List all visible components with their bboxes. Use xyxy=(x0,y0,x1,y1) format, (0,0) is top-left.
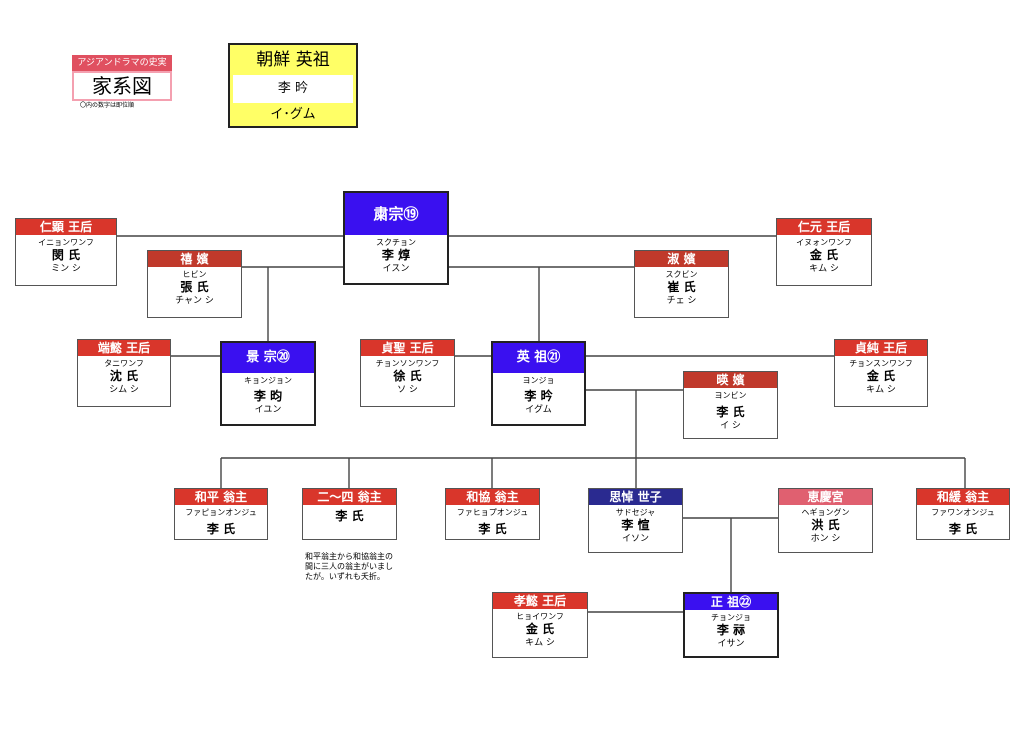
footnote: 和平翁主から和協翁主の間に三人の翁主がいましたが。いずれも夭折。 xyxy=(305,552,393,581)
hwahyeop-name: 李 氏 xyxy=(478,522,507,536)
sukbin-kana2: チェ シ xyxy=(666,296,697,306)
hyoui-kana: ヒョイワンフ xyxy=(516,612,564,621)
inwon-kana2: キム シ xyxy=(809,264,839,274)
brand-title: 家系図 xyxy=(72,71,172,101)
person-hyegyeong[interactable]: 恵慶宮 ヘギョングン 洪 氏 ホン シ xyxy=(778,488,873,553)
inwon-kana: イヌォンワンフ xyxy=(796,238,852,247)
person-gyeongjong[interactable]: 景 宗⑳ キョンジョン 李 昀 イユン xyxy=(220,341,316,426)
person-hwapyeong[interactable]: 和平 翁主 ファピョンオンジュ 李 氏 xyxy=(174,488,268,540)
jeongjo-kana2: イサン xyxy=(717,639,745,649)
yeongbin-header: 暎 嬪 xyxy=(684,372,777,388)
yeongbin-name: 李 氏 xyxy=(716,405,745,419)
yeongjo-header: 英 祖㉑ xyxy=(493,343,584,373)
hyegyeong-name: 洪 氏 xyxy=(811,518,840,532)
sado-header: 思悼 世子 xyxy=(589,489,682,505)
title-box: 朝鮮 英祖 李 昑 イ･グム xyxy=(228,43,358,128)
person-jeongjo[interactable]: 正 祖㉒ チョンジョ 李 祘 イサン xyxy=(683,592,779,658)
person-yeongbin[interactable]: 暎 嬪 ヨンビン 李 氏 イ シ xyxy=(683,371,778,439)
person-huibin[interactable]: 禧 嬪 ヒビン 張 氏 チャン シ xyxy=(147,250,242,318)
danui-kana2: シム シ xyxy=(109,385,139,395)
person-queen-hyoui[interactable]: 孝懿 王后 ヒョイワンフ 金 氏 キム シ xyxy=(492,592,588,658)
danui-header: 端懿 王后 xyxy=(78,340,170,356)
inhyeon-kana2: ミン シ xyxy=(51,264,81,274)
huibin-kana: ヒビン xyxy=(182,270,207,279)
jeongsun-header: 貞純 王后 xyxy=(835,340,927,356)
hyoui-kana2: キム シ xyxy=(525,638,555,648)
sukjong-kana2: イスン xyxy=(382,264,410,274)
person-hwahyeop[interactable]: 和協 翁主 ファヒョプオンジュ 李 氏 xyxy=(445,488,540,540)
hyegyeong-header: 恵慶宮 xyxy=(779,489,872,505)
hyegyeong-kana2: ホン シ xyxy=(810,534,841,544)
series-label: アジアンドラマの史実 xyxy=(72,55,172,71)
ni-shi-header: 二～四 翁主 xyxy=(303,489,396,505)
jeongseong-header: 貞聖 王后 xyxy=(361,340,454,356)
hwapyeong-header: 和平 翁主 xyxy=(175,489,267,505)
gyeongjong-kana2: イユン xyxy=(254,405,282,415)
person-sukjong[interactable]: 粛宗⑲ スクチョン 李 焞 イスン xyxy=(343,191,449,285)
huibin-header: 禧 嬪 xyxy=(148,251,241,267)
inwon-header: 仁元 王后 xyxy=(777,219,871,235)
person-sado[interactable]: 思悼 世子 サドセジャ 李 愃 イソン xyxy=(588,488,683,553)
sado-kana: サドセジャ xyxy=(615,508,656,517)
sukjong-kana: スクチョン xyxy=(376,238,416,247)
inhyeon-header: 仁顕 王后 xyxy=(16,219,116,235)
person-queen-inhyeon[interactable]: 仁顕 王后 イニョンワンフ 閔 氏 ミン シ xyxy=(15,218,117,286)
person-sukbin[interactable]: 淑 嬪 スクビン 崔 氏 チェ シ xyxy=(634,250,729,318)
huibin-name: 張 氏 xyxy=(180,280,209,294)
person-queen-jeongseong[interactable]: 貞聖 王后 チョンソンワンフ 徐 氏 ソ シ xyxy=(360,339,455,407)
hwapyeong-name: 李 氏 xyxy=(206,522,236,536)
jeongjo-kana: チョンジョ xyxy=(711,613,751,622)
yeongjo-kana: ヨンジョ xyxy=(522,376,555,385)
hwawan-header: 和緩 翁主 xyxy=(917,489,1009,505)
hwapyeong-kana: ファピョンオンジュ xyxy=(185,508,257,517)
sukjong-header: 粛宗⑲ xyxy=(345,193,447,235)
sado-name: 李 愃 xyxy=(621,518,650,532)
yeongbin-kana: ヨンビン xyxy=(714,391,747,400)
sukbin-kana: スクビン xyxy=(665,270,698,279)
person-queen-danui[interactable]: 端懿 王后 タニワンフ 沈 氏 シム シ xyxy=(77,339,171,407)
gyeongjong-header: 景 宗⑳ xyxy=(222,343,314,373)
brand-note: 〇内の数字は即位順 xyxy=(80,102,135,109)
sukbin-header: 淑 嬪 xyxy=(635,251,728,267)
jeongsun-kana: チョンスンワンフ xyxy=(849,359,913,368)
yeongjo-kana2: イグム xyxy=(525,405,552,415)
sado-kana2: イソン xyxy=(621,534,649,544)
danui-kana: タニワンフ xyxy=(104,359,144,368)
gyeongjong-name: 李 昀 xyxy=(253,389,283,403)
hwawan-name: 李 氏 xyxy=(948,522,978,536)
title-line3: イ･グム xyxy=(270,107,316,122)
jeongjo-header: 正 祖㉒ xyxy=(685,594,777,610)
title-line2: 李 昑 xyxy=(233,75,353,103)
hyegyeong-kana: ヘギョングン xyxy=(801,508,850,517)
person-queen-jeongsun[interactable]: 貞純 王后 チョンスンワンフ 金 氏 キム シ xyxy=(834,339,928,407)
danui-name: 沈 氏 xyxy=(109,369,139,383)
hyoui-header: 孝懿 王后 xyxy=(493,593,587,609)
jeongseong-kana: チョンソンワンフ xyxy=(375,359,440,368)
sukjong-name: 李 焞 xyxy=(381,248,411,262)
gyeongjong-kana: キョンジョン xyxy=(244,376,292,385)
jeongseong-name: 徐 氏 xyxy=(393,369,422,383)
title-line1: 朝鮮 英祖 xyxy=(256,50,330,70)
person-ni-shi-ongju[interactable]: 二～四 翁主 李 氏 xyxy=(302,488,397,540)
hwahyeop-kana: ファヒョプオンジュ xyxy=(456,508,529,517)
inhyeon-kana: イニョンワンフ xyxy=(38,238,94,247)
person-hwawan[interactable]: 和緩 翁主 ファワンオンジュ 李 氏 xyxy=(916,488,1010,540)
sukbin-name: 崔 氏 xyxy=(667,280,696,294)
hwahyeop-header: 和協 翁主 xyxy=(446,489,539,505)
hwawan-kana: ファワンオンジュ xyxy=(931,508,995,517)
ni-shi-name: 李 氏 xyxy=(335,509,364,523)
inwon-name: 金 氏 xyxy=(809,248,839,262)
huibin-kana2: チャン シ xyxy=(175,296,214,306)
yeongbin-kana2: イ シ xyxy=(720,421,741,431)
jeongsun-name: 金 氏 xyxy=(866,369,896,383)
person-yeongjo[interactable]: 英 祖㉑ ヨンジョ 李 昑 イグム xyxy=(491,341,586,426)
jeongseong-kana2: ソ シ xyxy=(397,385,418,395)
jeongjo-name: 李 祘 xyxy=(716,623,746,637)
hyoui-name: 金 氏 xyxy=(525,622,555,636)
jeongsun-kana2: キム シ xyxy=(866,385,896,395)
person-queen-inwon[interactable]: 仁元 王后 イヌォンワンフ 金 氏 キム シ xyxy=(776,218,872,286)
yeongjo-name: 李 昑 xyxy=(524,389,553,403)
inhyeon-name: 閔 氏 xyxy=(51,248,81,262)
